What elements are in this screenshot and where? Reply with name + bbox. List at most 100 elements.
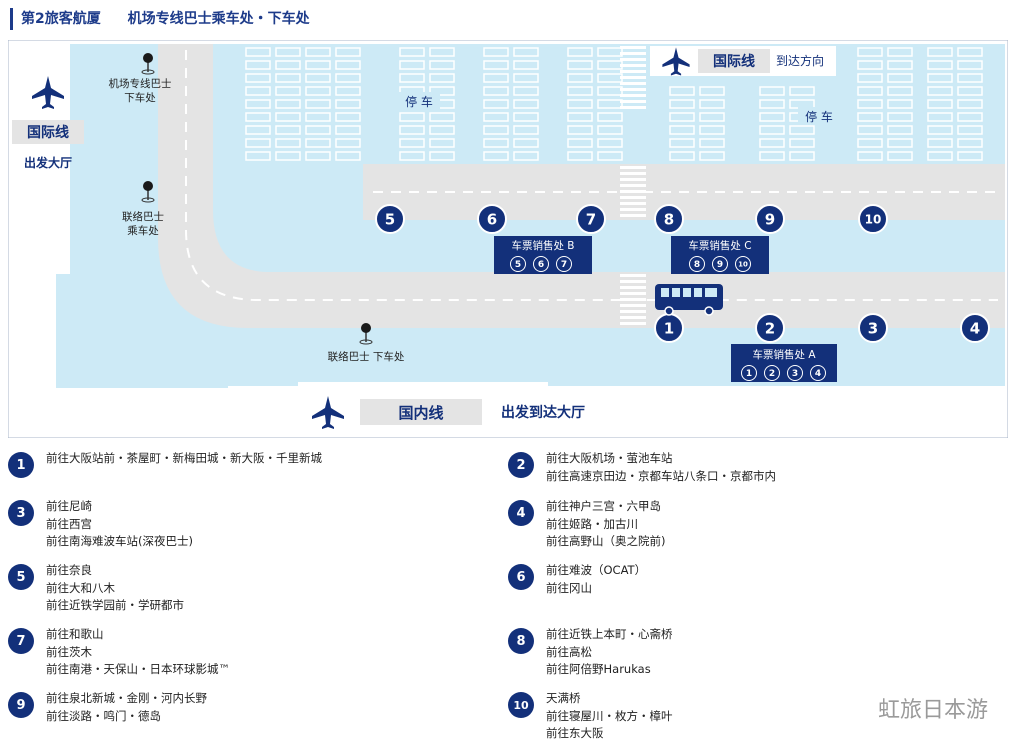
intl-label-left: 国际线 xyxy=(27,124,69,141)
bus-stop-1: 1 xyxy=(654,313,684,343)
route-destination: 前往淡路・鸣门・德岛 xyxy=(46,708,161,723)
svg-text:联络巴士 下车处: 联络巴士 下车处 xyxy=(328,350,405,363)
bus-stop-5: 5 xyxy=(375,204,405,234)
svg-text:8: 8 xyxy=(694,260,700,270)
route-destination: 前往寝屋川・枚方・樟叶 xyxy=(546,708,673,723)
map-pin-icon xyxy=(141,181,155,203)
svg-text:3: 3 xyxy=(868,319,878,337)
domestic-hall-label: 出发到达大厅 xyxy=(501,404,585,421)
svg-text:6: 6 xyxy=(487,210,497,228)
office-stop-10: 10 xyxy=(735,256,751,272)
svg-text:3: 3 xyxy=(792,369,798,379)
svg-text:5: 5 xyxy=(515,260,521,270)
office-stop-9: 9 xyxy=(712,256,728,272)
svg-text:2: 2 xyxy=(765,319,775,337)
route-destination: 前往阿倍野Harukas xyxy=(546,662,651,676)
office-stop-4: 4 xyxy=(810,365,826,381)
watermark: 虹旅日本游 xyxy=(877,698,988,723)
parking-label-2: 停 车 xyxy=(805,109,833,124)
route-destination: 前往近铁上本町・心斋桥 xyxy=(546,627,673,641)
terminal-name: 第2旅客航厦 xyxy=(21,11,101,27)
route-destination: 前往东大阪 xyxy=(546,726,604,740)
page-title: 第2旅客航厦 机场专线巴士乘车处・下车处 xyxy=(10,8,332,30)
plane-icon xyxy=(32,76,64,109)
bus-stops-lower: 1 2 3 4 xyxy=(654,313,990,343)
bus-stop-8: 8 xyxy=(654,204,684,234)
svg-text:7: 7 xyxy=(586,210,596,228)
plane-icon xyxy=(312,396,344,429)
office-stop-3: 3 xyxy=(787,365,803,381)
svg-text:10: 10 xyxy=(738,261,748,269)
route-destination: 前往冈山 xyxy=(546,580,592,595)
route-destination: 前往高速京田边・京都车站八条口・京都市内 xyxy=(546,468,776,483)
svg-text:4: 4 xyxy=(815,369,821,379)
route-destination: 前往大阪站前・茶屋町・新梅田城・新大阪・千里新城 xyxy=(46,451,322,465)
bus-stop-10: 10 xyxy=(858,204,888,234)
svg-text:1: 1 xyxy=(746,369,752,379)
svg-text:机场专线巴士: 机场专线巴士 xyxy=(109,77,172,90)
domestic-line-label: 国内线 xyxy=(398,404,443,422)
svg-text:车票销售处 C: 车票销售处 C xyxy=(688,239,751,252)
map-subtitle: 机场专线巴士乘车处・下车处 xyxy=(127,11,310,27)
route-destination: 前往南海难波车站(深夜巴士) xyxy=(46,534,193,548)
parking-label-1: 停 车 xyxy=(405,94,433,109)
bus-stop-9: 9 xyxy=(755,204,785,234)
international-arrival-label: 国际线 到达方向 xyxy=(650,46,836,76)
route-destination: 前往大和八木 xyxy=(46,580,115,595)
svg-text:8: 8 xyxy=(664,210,674,228)
svg-text:5: 5 xyxy=(385,210,395,228)
route-destination: 前往难波（OCAT） xyxy=(546,563,647,577)
svg-text:联络巴士: 联络巴士 xyxy=(122,210,164,223)
route-destination: 前往近铁学园前・学研都市 xyxy=(46,598,184,612)
route-destination: 前往泉北新城・金刚・河内长野 xyxy=(46,691,207,705)
roads xyxy=(158,44,1005,328)
route-destination: 前往姬路・加古川 xyxy=(546,516,638,531)
route-destination: 前往西宫 xyxy=(46,516,92,531)
svg-text:10: 10 xyxy=(865,212,882,226)
route-destination: 前往神户三宫・六甲岛 xyxy=(546,499,661,513)
route-destination: 前往高野山（奥之院前) xyxy=(546,534,666,548)
svg-text:7: 7 xyxy=(561,260,567,270)
office-stop-1: 1 xyxy=(741,365,757,381)
office-stop-8: 8 xyxy=(689,256,705,272)
plane-icon xyxy=(662,47,690,76)
route-destination: 前往茨木 xyxy=(46,644,92,659)
svg-text:4: 4 xyxy=(970,319,980,337)
bus-icon xyxy=(655,284,723,316)
route-number-badge: 9 xyxy=(8,692,34,718)
route-destination: 前往高松 xyxy=(546,644,592,659)
international-terminal xyxy=(10,44,70,274)
pin-airport-bus-alight: 机场专线巴士 下车处 xyxy=(109,53,172,104)
svg-text:6: 6 xyxy=(538,260,544,270)
domestic-terminal xyxy=(228,386,1005,436)
bus-stop-3: 3 xyxy=(858,313,888,343)
svg-text:9: 9 xyxy=(765,210,775,228)
route-destination: 天满桥 xyxy=(546,691,581,705)
route-destination: 前往奈良 xyxy=(46,563,92,577)
svg-text:9: 9 xyxy=(717,260,723,270)
bus-stop-4: 4 xyxy=(960,313,990,343)
pin-shuttle-alight: 联络巴士 下车处 xyxy=(328,323,405,363)
domestic-label: 国内线 出发到达大厅 xyxy=(312,396,585,429)
route-destination: 前往和歌山 xyxy=(46,627,104,641)
legend-item-9: 9 前往泉北新城・金刚・河内长野前往淡路・鸣门・德岛 xyxy=(8,690,207,725)
route-number-badge: 6 xyxy=(508,564,534,590)
route-number-badge: 1 xyxy=(8,452,34,478)
route-destination: 前往南港・天保山・日本环球影城™ xyxy=(46,662,230,676)
bus-stops-upper: 5 6 7 8 9 10 xyxy=(375,204,888,234)
bus-stop-6: 6 xyxy=(477,204,507,234)
svg-text:车票销售处 A: 车票销售处 A xyxy=(752,348,816,361)
route-destination: 前往尼崎 xyxy=(46,499,92,513)
map-pin-icon xyxy=(141,53,155,75)
parking-lots xyxy=(245,47,983,161)
legend-item-6: 6 前往难波（OCAT） 前往冈山 xyxy=(508,562,646,597)
route-number-badge: 4 xyxy=(508,500,534,526)
